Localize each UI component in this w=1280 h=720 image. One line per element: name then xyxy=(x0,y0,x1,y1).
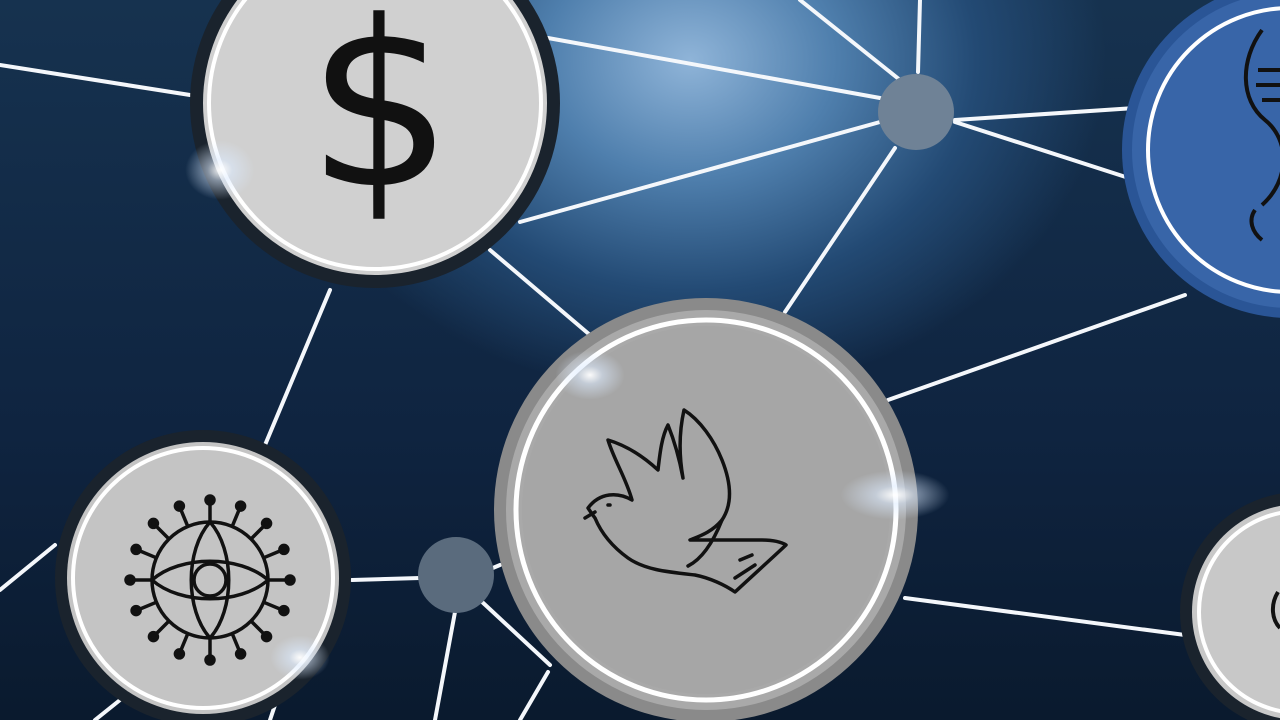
dollar-node: $ xyxy=(190,0,560,288)
network-line xyxy=(0,63,192,97)
wheel-spoke-knob xyxy=(124,574,136,586)
dna-node xyxy=(1122,0,1280,318)
network-line xyxy=(518,120,882,224)
hub-node xyxy=(878,74,954,150)
wheel-spoke-knob xyxy=(234,648,247,660)
network-line xyxy=(488,248,592,337)
dove-node xyxy=(494,298,918,720)
wheel-node xyxy=(55,430,351,720)
wheel-spoke-knob xyxy=(278,604,290,617)
wheel-spoke xyxy=(155,619,171,635)
network-line xyxy=(953,120,1137,182)
network-line xyxy=(783,146,897,314)
wheel-spoke xyxy=(230,632,241,651)
network-line xyxy=(0,543,57,592)
wheel-spoke-knob xyxy=(173,648,186,660)
wheel-spoke xyxy=(155,525,171,541)
wheel-spoke xyxy=(249,619,265,635)
dollar-sign-icon: $ xyxy=(307,0,453,240)
wheel-spoke-knob xyxy=(130,604,142,617)
network-line xyxy=(546,36,882,100)
wheel-spoke-knob xyxy=(284,574,296,586)
network-line xyxy=(93,698,122,720)
wheel-spoke xyxy=(139,600,158,611)
wheel-spoke-knob xyxy=(130,543,142,556)
wheel-spoke-knob xyxy=(234,500,247,512)
network-line xyxy=(263,288,332,447)
partial-node-bottom-right xyxy=(1180,493,1280,720)
network-line xyxy=(478,598,552,667)
wheel-spoke xyxy=(179,632,190,651)
network-line xyxy=(518,670,550,720)
wheel-spoke xyxy=(262,600,281,611)
wheel-spoke xyxy=(262,549,281,560)
wheel-spoke-knob xyxy=(147,630,160,643)
dove-icon xyxy=(583,408,788,594)
wheel-spoke xyxy=(230,509,241,528)
network-line xyxy=(886,293,1187,402)
network-line xyxy=(903,596,1187,637)
wheel-spoke xyxy=(179,509,190,528)
wheel-spoke-knob xyxy=(260,517,273,530)
wheel-spoke-knob xyxy=(204,494,216,506)
network-line xyxy=(916,0,922,74)
hub-node xyxy=(418,537,494,613)
network-line xyxy=(350,576,422,582)
wheel-spoke-knob xyxy=(260,630,273,643)
wheel-spoke-knob xyxy=(147,517,160,530)
wheel-spoke-knob xyxy=(204,654,216,666)
wheel-spoke xyxy=(139,549,158,560)
wheel-spoke-knob xyxy=(278,543,290,556)
wheel-spoke xyxy=(249,525,265,541)
wheel-compass-icon xyxy=(124,494,296,666)
network-line xyxy=(433,610,457,720)
wheel-spoke-knob xyxy=(173,500,186,512)
network-line xyxy=(953,106,1137,122)
network-line xyxy=(798,0,902,82)
